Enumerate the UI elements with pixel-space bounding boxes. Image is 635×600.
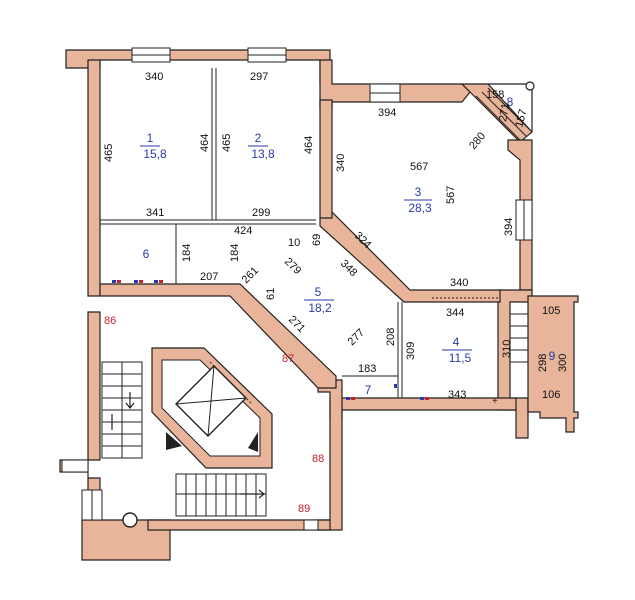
dim-label: 344 (446, 307, 464, 319)
room-5-number: 5 (315, 285, 322, 299)
riser-label: 87 (282, 353, 294, 365)
staircase-left (101, 361, 143, 459)
dim-label: 424 (234, 225, 252, 237)
riser-label: 88 (312, 453, 324, 465)
dim-label: 299 (252, 207, 270, 219)
dim-label: 465 (103, 144, 115, 162)
dim-label: 277 (346, 327, 367, 348)
room-2-area: 13,8 (251, 147, 275, 161)
dim-label: 271 (497, 102, 512, 122)
dim-label: 298 (537, 354, 549, 372)
svg-text:+: + (492, 396, 498, 407)
windows (61, 47, 533, 531)
dim-label: 310 (501, 340, 513, 358)
dim-label: 184 (229, 244, 241, 262)
dimension-labels: 340 297 465 464 465 464 341 299 424 184 … (103, 71, 569, 401)
balcony-room8 (475, 81, 535, 141)
wall-left-lower (59, 311, 101, 521)
wall-bottom-rooms (329, 397, 517, 421)
dim-label: 280 (467, 130, 488, 152)
dim-label: 183 (358, 363, 376, 375)
dim-label: 184 (181, 244, 193, 262)
dim-label: 464 (303, 136, 315, 154)
dim-label: 464 (199, 134, 211, 152)
window-bottom (303, 519, 319, 531)
room-9-number: 9 (549, 349, 556, 363)
riser-labels: 86 87 88 89 (104, 315, 324, 515)
wall-bottom-corridor (147, 519, 331, 531)
riser-label: 86 (104, 315, 116, 327)
wall-bay-diagonal (460, 83, 533, 143)
room-4-number: 4 (453, 335, 460, 349)
dim-label: 106 (542, 389, 560, 401)
dim-label: 465 (221, 134, 233, 152)
room-3-number: 3 (415, 185, 422, 199)
riser-label: 89 (298, 503, 310, 515)
wall-room3-diagonal (319, 211, 501, 303)
room-5-area: 18,2 (308, 301, 332, 315)
room-labels: 1 15,8 2 13,8 3 28,3 4 11,5 5 18,2 6 7 8… (140, 95, 556, 397)
dim-label: 348 (338, 258, 359, 279)
room-2-number: 2 (255, 131, 262, 145)
outlet-markers: + (112, 280, 498, 407)
dim-label: 309 (405, 342, 417, 360)
elevator-shaft (151, 347, 273, 469)
staircase-right (509, 301, 529, 399)
dim-label: 300 (557, 354, 569, 372)
dim-label: 340 (145, 71, 163, 83)
dim-label: 340 (335, 154, 347, 172)
dim-label: 157 (513, 108, 529, 129)
wall-left-upper (87, 59, 101, 297)
column-circle-icon (525, 81, 535, 91)
room-6-number: 6 (143, 247, 150, 261)
dim-label: 279 (282, 256, 303, 277)
dim-label: 297 (250, 71, 268, 83)
wall-top-left (65, 49, 331, 83)
room-3-area: 28,3 (408, 201, 432, 215)
dim-label: 394 (378, 107, 396, 119)
stair-steps-left (102, 362, 142, 458)
dim-label: 341 (146, 207, 164, 219)
dim-label: 10 (288, 237, 300, 249)
room-8-number: 8 (507, 95, 514, 109)
dim-label: 208 (385, 328, 397, 346)
wall-room9 (527, 295, 579, 433)
arrow-down-icon (125, 392, 135, 409)
staircase-bottom (175, 473, 267, 517)
riser-pipe-icon (122, 512, 138, 528)
dim-label: 207 (200, 271, 218, 283)
dim-label: 567 (445, 186, 457, 204)
dim-label: 394 (503, 218, 515, 236)
wall-room3-left (319, 99, 333, 219)
dim-label: 340 (450, 277, 468, 289)
room-1-number: 1 (147, 131, 154, 145)
dim-label: 158 (486, 89, 504, 101)
wall-right-lower (497, 289, 533, 439)
dim-label: 567 (410, 161, 428, 173)
room-7-number: 7 (365, 383, 372, 397)
dim-label: 69 (311, 234, 323, 246)
dim-label: 261 (240, 265, 261, 286)
room-4-area: 11,5 (449, 351, 472, 365)
arrow-right-icon (240, 489, 265, 499)
wall-corridor-diagonal (99, 283, 337, 389)
room-1-area: 15,8 (143, 147, 167, 161)
dim-label: 105 (542, 305, 560, 317)
dim-label: 61 (265, 288, 277, 300)
dim-label: 343 (448, 389, 466, 401)
window-left (61, 459, 89, 473)
partitions (100, 68, 498, 398)
